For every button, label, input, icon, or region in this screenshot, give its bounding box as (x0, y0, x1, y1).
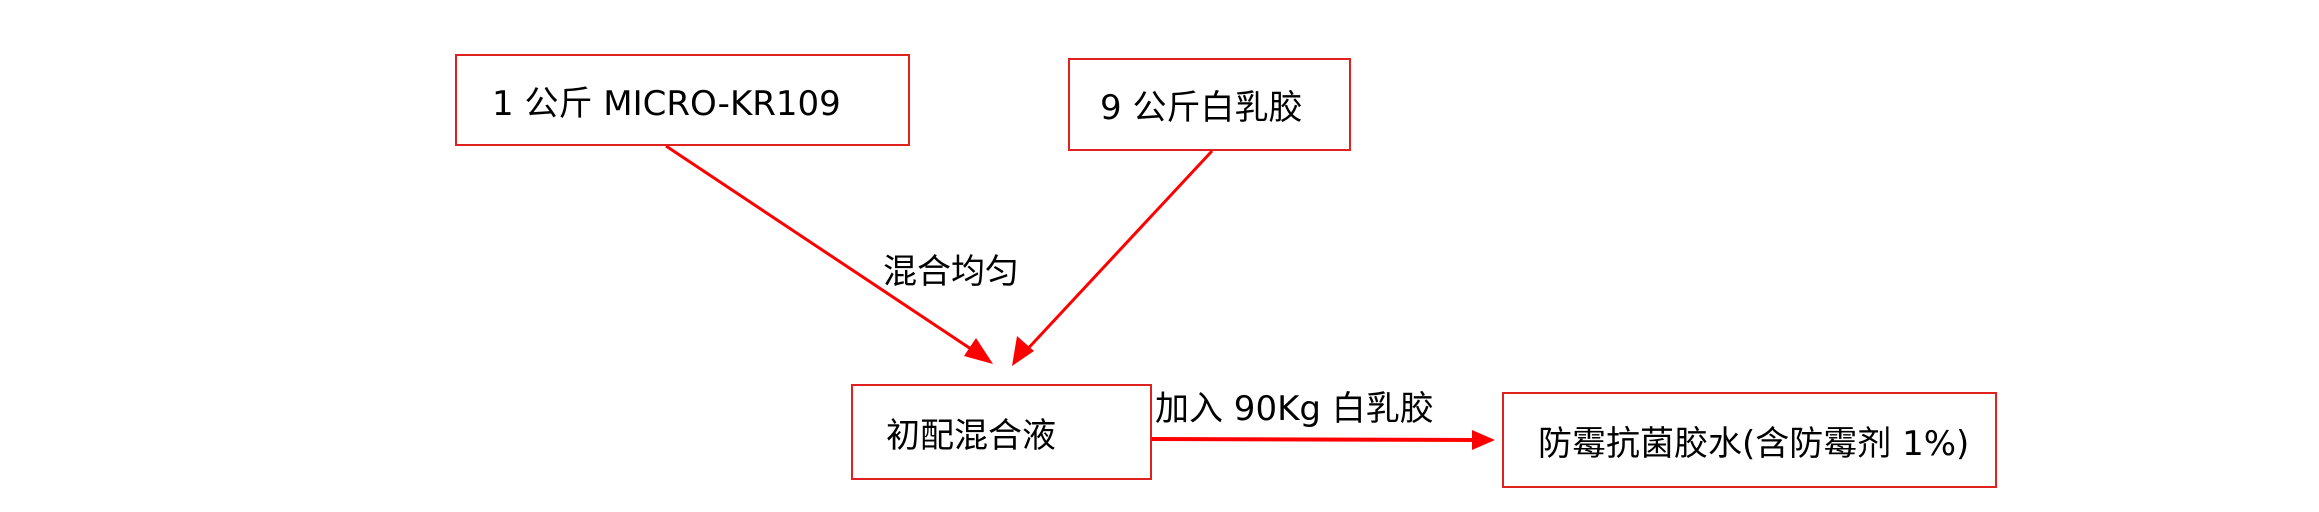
node-antimold-glue: 防霉抗菌胶水(含防霉剂 1%) (1502, 392, 1997, 488)
node-micro-kr109-label: 1 公斤 MICRO-KR109 (492, 83, 841, 124)
node-antimold-glue-label: 防霉抗菌胶水(含防霉剂 1%) (1538, 423, 1970, 464)
node-white-latex-label: 9 公斤白乳胶 (1100, 88, 1303, 128)
node-white-latex: 9 公斤白乳胶 (1068, 58, 1351, 151)
edge-label-mix: 混合均匀 (883, 252, 1019, 292)
node-premix-solution: 初配混合液 (851, 384, 1152, 480)
arrow-micro-to-premix (665, 144, 993, 364)
node-premix-solution-label: 初配混合液 (886, 415, 1056, 456)
arrow-premix-to-product (1151, 430, 1495, 450)
node-micro-kr109: 1 公斤 MICRO-KR109 (455, 54, 910, 146)
arrow-latex-to-premix (1012, 149, 1214, 366)
edge-label-add-latex: 加入 90Kg 白乳胶 (1155, 389, 1434, 429)
